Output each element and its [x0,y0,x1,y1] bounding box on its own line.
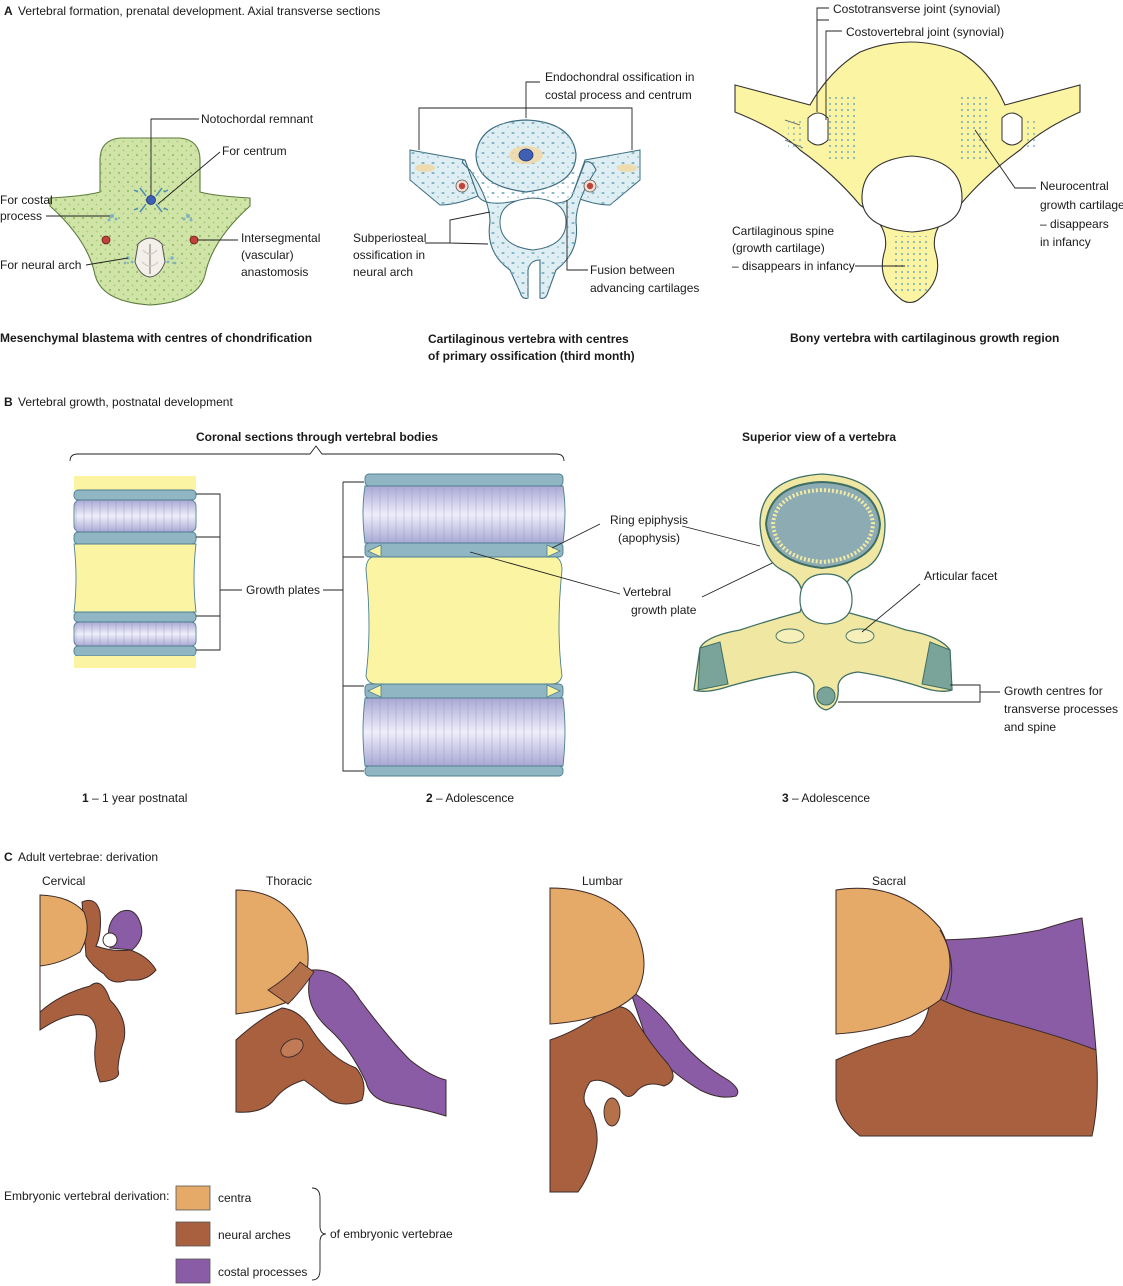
caption-b3-number: 3 [782,791,789,805]
section-a-title: Vertebral formation, prenatal developmen… [18,4,380,18]
label-intersegmental-2: (vascular) [241,248,294,262]
label-costotransverse: Costotransverse joint (synovial) [833,2,1000,16]
label-notochordal-remnant: Notochordal remnant [201,112,314,126]
label-cervical: Cervical [42,874,85,888]
coronal-section-adolescence [362,473,566,777]
coronal-section-1-year [73,476,197,668]
caption-b2: 2 – Adolescence [426,791,514,805]
bony-vertebra-diagram [734,41,1081,304]
label-for-costal-1: For costal [0,193,53,207]
cervical-vertebra [39,894,157,1083]
legend-brace [311,1187,327,1281]
thoracic-vertebra [235,889,447,1117]
legend-heading: Embryonic vertebral derivation: [4,1189,169,1203]
label-subperiosteal-2: ossification in [353,248,425,262]
lumbar-vertebra [549,887,739,1193]
label-ring-epiphysis-1: Ring epiphysis [610,513,688,527]
caption-b1-text: – 1 year postnatal [89,791,188,805]
mesenchymal-blastema-diagram [49,137,251,306]
label-growth-centres-3: and spine [1004,720,1056,734]
section-c-title: Adult vertebrae: derivation [18,850,158,864]
label-for-centrum: For centrum [222,144,287,158]
heading-coronal: Coronal sections through vertebral bodie… [196,430,438,444]
legend-swatch-centra [175,1185,211,1211]
caption-a2-line1: Cartilaginous vertebra with centres [428,332,629,346]
label-fusion-1: Fusion between [590,263,675,277]
heading-superior-view: Superior view of a vertebra [742,430,896,444]
notochord [146,195,156,205]
section-c-letter: C [4,850,13,864]
label-neurocentral-1: Neurocentral [1040,179,1109,193]
section-b-title: Vertebral growth, postnatal development [18,395,233,409]
label-neurocentral-2: growth cartilage [1040,198,1123,212]
caption-b2-text: – Adolescence [433,791,515,805]
caption-b1: 1 – 1 year postnatal [82,791,187,805]
label-articular-facet: Articular facet [924,569,998,583]
label-subperiosteal-1: Subperiosteal [353,231,426,245]
legend-suffix: of embryonic vertebrae [330,1227,453,1241]
caption-a2-line2: of primary ossification (third month) [428,349,635,363]
caption-a3: Bony vertebra with cartilaginous growth … [790,331,1059,345]
legend-label-neural-arches: neural arches [218,1228,291,1242]
label-neurocentral-3: – disappears [1040,217,1109,231]
legend-swatch-costal-processes [175,1258,211,1284]
spine-growth-centre [816,686,836,706]
label-vertebral-growth-plate-1: Vertebral [623,585,671,599]
label-growth-centres-2: transverse processes [1004,702,1118,716]
label-endochondral-2: costal process and centrum [545,88,692,102]
caption-b3-text: – Adolescence [789,791,871,805]
label-costovertebral: Costovertebral joint (synovial) [846,25,1004,39]
label-thoracic: Thoracic [266,874,312,888]
label-for-neural-arch: For neural arch [0,258,81,272]
label-spine-1: Cartilaginous spine [732,224,834,238]
legend-label-costal-processes: costal processes [218,1265,307,1279]
label-fusion-2: advancing cartilages [590,281,699,295]
caption-b1-number: 1 [82,791,89,805]
label-intersegmental-1: Intersegmental [241,231,320,245]
label-growth-centres-1: Growth centres for [1004,684,1103,698]
section-b-letter: B [4,395,13,409]
label-neurocentral-4: in infancy [1040,235,1091,249]
caption-b2-number: 2 [426,791,433,805]
vertebral-foramen-a3 [861,155,963,233]
legend-swatch-neural-arches [175,1221,211,1247]
section-a-letter: A [4,4,13,18]
sacral-vertebra [835,887,1098,1137]
cartilaginous-vertebra-diagram [409,119,641,299]
label-spine-3: – disappears in infancy [732,259,855,273]
label-growth-plates: Growth plates [246,583,320,597]
label-spine-2: (growth cartilage) [732,241,825,255]
label-lumbar: Lumbar [582,874,623,888]
label-vertebral-growth-plate-2: growth plate [631,603,697,617]
caption-a1: Mesenchymal blastema with centres of cho… [0,331,312,345]
label-sacral: Sacral [872,874,906,888]
caption-b3: 3 – Adolescence [782,791,870,805]
vertebral-foramen-a2 [499,197,567,251]
legend-label-centra: centra [218,1191,252,1205]
label-for-costal-2: process [0,209,42,223]
label-ring-epiphysis-2: (apophysis) [618,531,680,545]
label-intersegmental-3: anastomosis [241,265,308,279]
label-subperiosteal-3: neural arch [353,265,413,279]
label-endochondral-1: Endochondral ossification in [545,70,694,84]
superior-view-vertebra [693,473,953,711]
